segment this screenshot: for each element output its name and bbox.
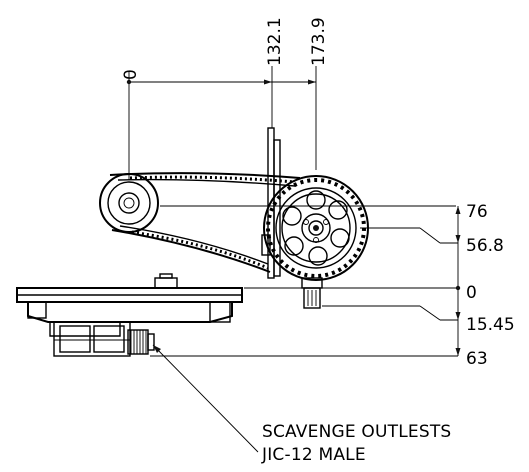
right-dimension-line bbox=[455, 206, 461, 356]
callout-line-2: JIC-12 MALE bbox=[261, 445, 366, 465]
dim-right-63: 63 bbox=[466, 349, 488, 369]
pump-base bbox=[16, 273, 243, 357]
dim-top-origin: 0 bbox=[121, 69, 141, 80]
dim-right-56-8: 56.8 bbox=[466, 236, 504, 256]
top-dimension-line bbox=[126, 79, 316, 85]
pump-shaft-fitting bbox=[301, 277, 323, 309]
dim-top-173: 173.9 bbox=[309, 17, 329, 66]
dim-top-132: 132.1 bbox=[265, 17, 285, 66]
dim-right-origin: 0 bbox=[466, 283, 477, 303]
drive-pulley bbox=[263, 175, 369, 281]
dim-right-15-45: 15.45 bbox=[466, 315, 515, 335]
jic-fitting-threads bbox=[130, 330, 147, 354]
callout-line-1: SCAVENGE OUTLESTS bbox=[262, 422, 451, 442]
dim-right-76: 76 bbox=[466, 202, 488, 222]
belt-assembly bbox=[99, 172, 456, 273]
top-extension-lines bbox=[128, 66, 317, 180]
right-extension-lines bbox=[150, 227, 458, 357]
callout-leader bbox=[152, 344, 259, 453]
